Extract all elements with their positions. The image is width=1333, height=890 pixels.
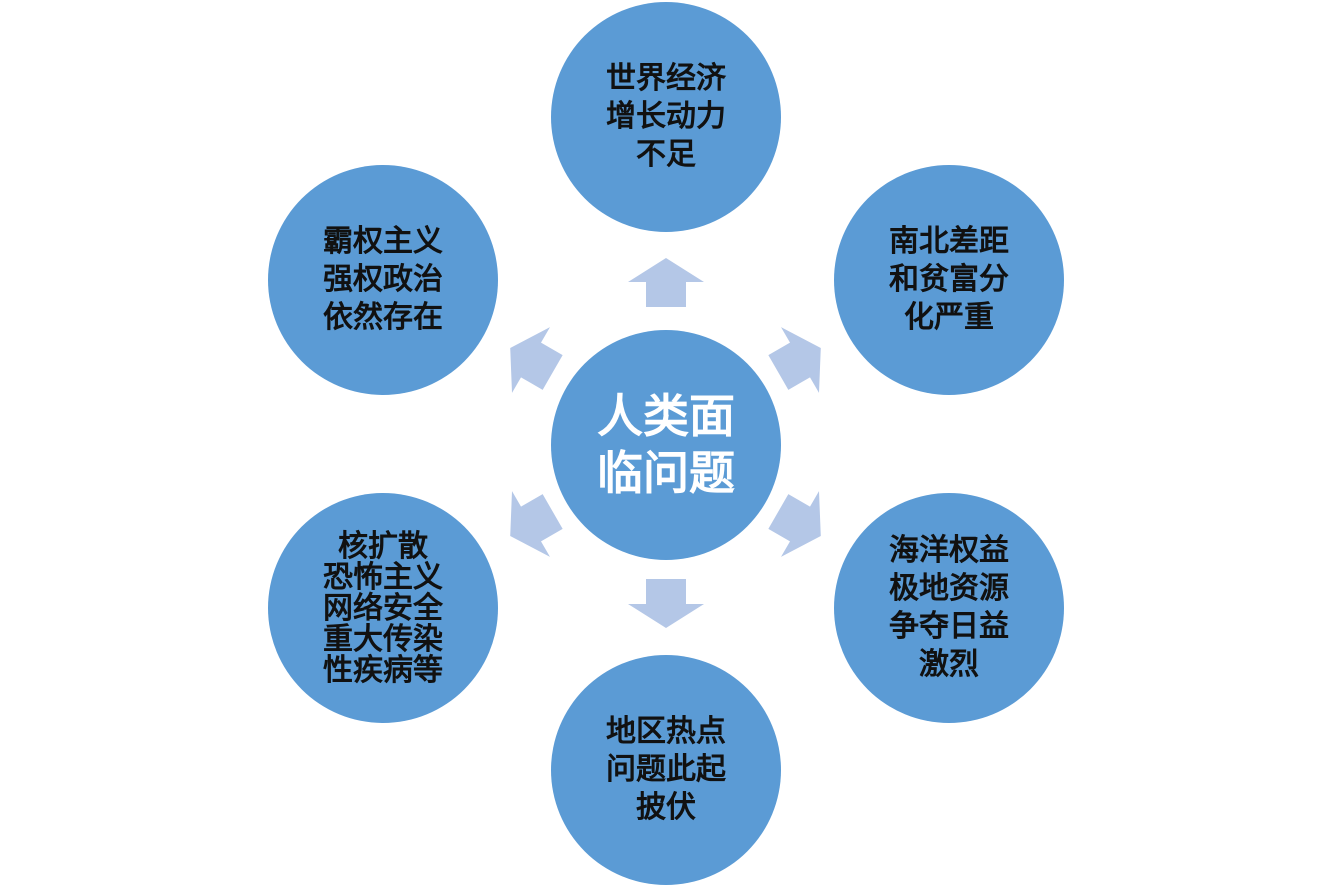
node-line: 地区热点 [606, 714, 726, 749]
arrow-down-icon [628, 579, 704, 628]
node-regional: 地区热点 问题此起 披伏 [551, 655, 781, 885]
node-line: 争夺日益 [889, 609, 1009, 644]
center-circle: 人类面 临问题 [551, 330, 781, 560]
node-hegemony: 霸权主义 强权政治 依然存在 [268, 165, 498, 395]
node-line: 激烈 [919, 647, 979, 682]
node-line: 极地资源 [889, 571, 1009, 606]
node-line: 霸权主义 [323, 224, 443, 259]
node-line: 不足 [636, 137, 696, 172]
arrow-up-right-icon [768, 327, 821, 393]
arrow-down-right-icon [768, 491, 821, 557]
node-economy: 世界经济 增长动力 不足 [551, 2, 781, 232]
node-maritime: 海洋权益 极地资源 争夺日益 激烈 [834, 493, 1064, 723]
node-line: 披伏 [636, 790, 696, 825]
node-line: 和贫富分 [889, 262, 1009, 297]
node-line: 性疾病等 [323, 652, 443, 688]
node-line: 恐怖主义 [323, 559, 443, 595]
node-nonconventional: 核扩散 恐怖主义 网络安全 重大传染 性疾病等 [268, 493, 498, 723]
node-line: 增长动力 [606, 99, 726, 134]
node-line: 问题此起 [606, 752, 726, 787]
node-line: 网络安全 [323, 590, 443, 626]
node-line: 南北差距 [889, 224, 1009, 259]
node-north-south: 南北差距 和贫富分 化严重 [834, 165, 1064, 395]
node-line: 世界经济 [606, 61, 726, 96]
center-line: 临问题 [597, 446, 735, 500]
center-line: 人类面 [597, 389, 735, 443]
node-line: 依然存在 [323, 300, 443, 335]
node-line: 化严重 [904, 300, 994, 335]
node-line: 海洋权益 [889, 533, 1009, 568]
node-line: 强权政治 [323, 262, 443, 297]
arrow-up-left-icon [510, 327, 563, 393]
arrow-down-left-icon [510, 491, 563, 557]
arrow-up-icon [628, 258, 704, 307]
node-line: 核扩散 [338, 528, 428, 564]
node-line: 重大传染 [323, 621, 443, 657]
